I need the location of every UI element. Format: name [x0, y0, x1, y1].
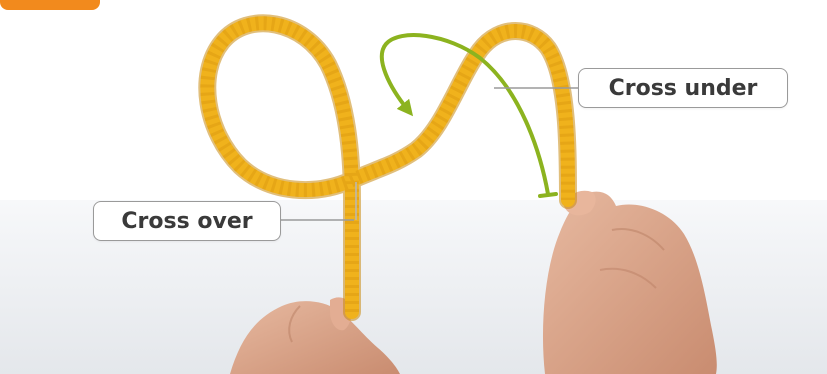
arrow-tail-bar: [540, 194, 556, 196]
cross-over-callout: Cross over: [93, 201, 281, 241]
cross-under-callout: Cross under: [578, 68, 788, 108]
orange-tab: [0, 0, 100, 10]
